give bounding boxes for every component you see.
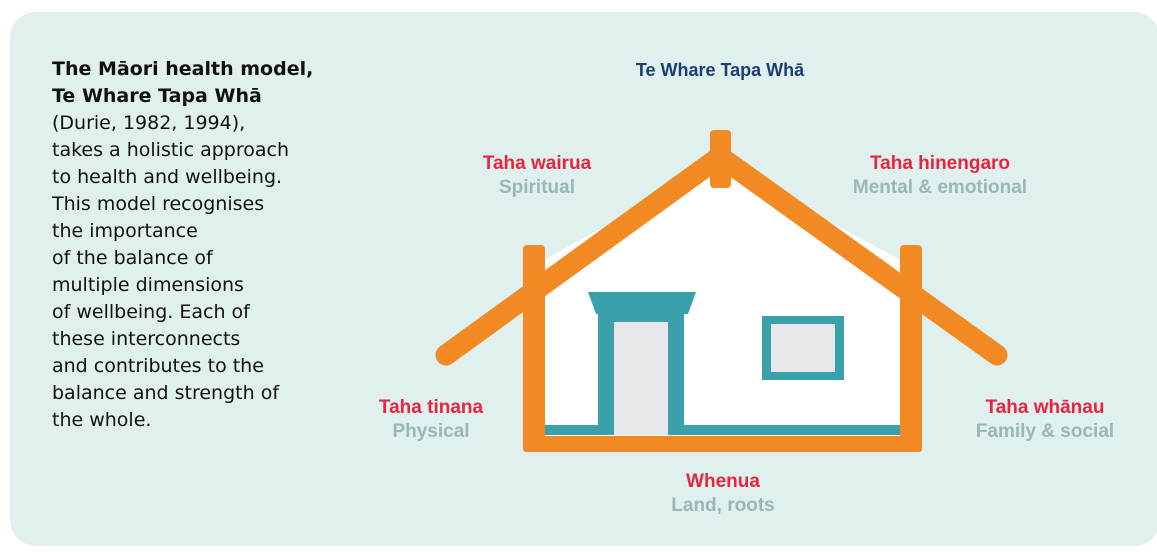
intro-body-line: these interconnects <box>52 328 241 350</box>
label-maori: Whenua <box>686 471 760 492</box>
intro-body-line: and contributes to the <box>52 355 264 377</box>
intro-body-line: the whole. <box>52 409 152 431</box>
left-post <box>523 245 545 450</box>
label-english: Mental & emotional <box>852 177 1028 198</box>
label-whenua: Whenua Land, roots <box>638 470 808 518</box>
diagram-title: Te Whare Tapa Whā <box>635 60 805 80</box>
intro-body-line: (Durie, 1982, 1994), <box>52 112 246 134</box>
intro-body-line: of the balance of <box>52 247 213 269</box>
intro-body-line: the importance <box>52 220 198 242</box>
label-taha-wairua: Taha wairua Spiritual <box>452 152 622 200</box>
label-maori: Taha tinana <box>378 397 484 418</box>
apex-finial <box>710 130 731 188</box>
roof-left-beam <box>435 147 729 366</box>
label-english: Family & social <box>975 421 1115 442</box>
floor-line <box>543 425 903 435</box>
label-english: Land, roots <box>671 495 775 516</box>
base-beam <box>523 436 922 452</box>
label-english: Spiritual <box>498 177 575 198</box>
intro-body-line: balance and strength of <box>52 382 280 404</box>
intro-title-line: The Māori health model, <box>52 58 314 80</box>
label-taha-hinengaro: Taha hinengaro Mental & emotional <box>815 152 1065 200</box>
right-post <box>900 245 922 450</box>
door-panel <box>614 322 668 435</box>
intro-title-line: Te Whare Tapa Whā <box>52 85 262 107</box>
door-lintel <box>588 292 696 314</box>
intro-body-line: This model recognises <box>52 193 265 215</box>
label-english: Physical <box>392 421 470 442</box>
label-taha-tinana: Taha tinana Physical <box>350 396 512 444</box>
label-maori: Taha hinengaro <box>869 153 1011 174</box>
house-interior <box>535 163 910 445</box>
label-taha-whanau: Taha whānau Family & social <box>945 396 1145 444</box>
intro-text: The Māori health model, Te Whare Tapa Wh… <box>52 56 352 434</box>
intro-body-line: multiple dimensions <box>52 274 244 296</box>
intro-body-line: to health and wellbeing. <box>52 166 283 188</box>
window-pane <box>771 324 835 372</box>
roof-right-beam <box>711 147 1008 366</box>
intro-body-line: takes a holistic approach <box>52 139 289 161</box>
label-maori: Taha wairua <box>482 153 592 174</box>
intro-body-line: of wellbeing. Each of <box>52 301 250 323</box>
label-maori: Taha whānau <box>985 397 1105 418</box>
